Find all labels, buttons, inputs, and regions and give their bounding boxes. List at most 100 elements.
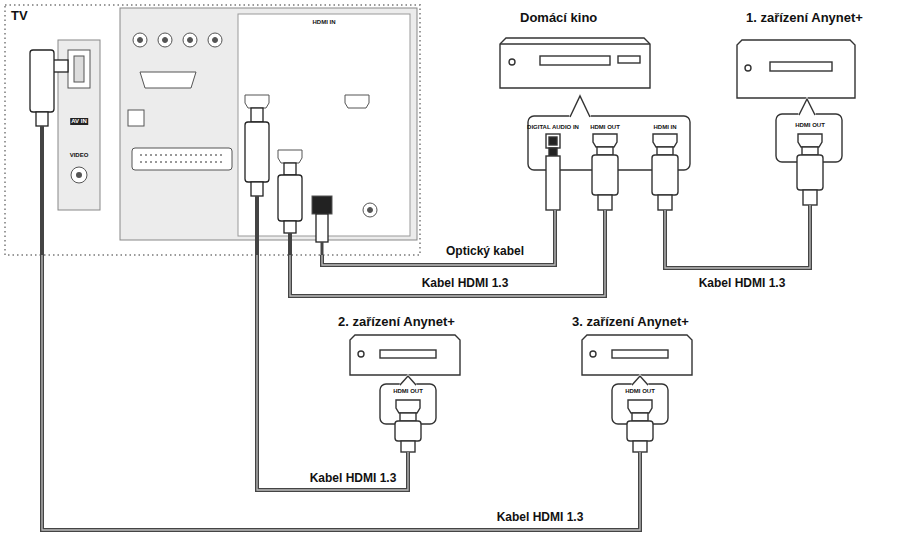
tv-plugs-part [251, 108, 263, 122]
home-theater-device-part [592, 155, 618, 195]
tv-housing-part [120, 8, 417, 240]
tv-back-connectors-part [278, 150, 302, 163]
cable-line [665, 205, 810, 268]
tv-plugs-part [284, 221, 296, 233]
tv-housing-part [5, 5, 420, 255]
anynet-device-1-part [799, 99, 815, 115]
anynet-device-3-part [632, 413, 648, 421]
cable-core [42, 255, 640, 530]
port-label: AV IN [70, 118, 88, 125]
home-theater-device-part [570, 96, 590, 117]
tv-back-connectors-part [245, 95, 269, 108]
anynet-device: 3. zařízení Anynet+ [565, 310, 715, 452]
cable-line [257, 255, 408, 490]
home-theater-device-part [570, 96, 590, 117]
anynet-device-2-part [396, 400, 420, 413]
cable [42, 255, 640, 530]
tv-back-connectors-part [163, 38, 168, 43]
anynet-device-2-part [395, 421, 421, 441]
cable-core [290, 210, 605, 296]
tv-plugs-part [255, 196, 259, 255]
tv-side-panel-part [76, 172, 82, 178]
anynet-device-1-part [798, 134, 822, 147]
tv-region: TV [5, 5, 420, 255]
cable-label: Kabel HDMI 1.3 [495, 510, 586, 524]
anynet-device-1-part [803, 190, 817, 205]
port-label: HDMI OUT [393, 388, 423, 395]
anynet-device-3-part [582, 335, 692, 375]
tv-plugs-part [36, 112, 48, 126]
port-label: HDMI IN [313, 19, 336, 26]
tv-back-connectors-part [345, 95, 369, 108]
home-theater-device-part [500, 43, 650, 44]
cable [257, 255, 408, 490]
cable [290, 210, 605, 296]
home-theater-device-part [653, 134, 677, 147]
cable-core [665, 205, 810, 268]
anynet-device-3-part [627, 421, 653, 441]
home-theater-device-part [652, 155, 678, 195]
home-theater-device-part [500, 38, 650, 88]
anynet-device-2 [350, 335, 460, 452]
anynet-device-1-part [802, 147, 818, 155]
cable-label: Optický kabel [444, 244, 526, 258]
cable-label: Kabel HDMI 1.3 [697, 276, 788, 290]
device-heading: 3. zařízení Anynet+ [572, 314, 689, 330]
anynet-device-2-part [400, 413, 416, 421]
anynet-device-1-part [799, 99, 815, 115]
tv-housing [5, 5, 420, 255]
cable-label: Kabel HDMI 1.3 [308, 471, 399, 485]
tv-back-connectors-part [140, 72, 196, 88]
home-theater-device [500, 38, 690, 210]
anynet-device-2-part [380, 384, 436, 424]
cable-label: Kabel HDMI 1.3 [420, 276, 511, 290]
tv-back-connectors-part [158, 33, 172, 47]
anynet-device-3-part [633, 441, 647, 452]
anynet-device-1-part [799, 99, 815, 115]
cable [665, 205, 810, 268]
tv-back-connectors-part [140, 155, 224, 162]
tv-plugs-part [278, 175, 302, 221]
anynet-device-1 [737, 40, 855, 205]
tv-side-panel-part [71, 167, 87, 183]
device-heading: 1. zařízení Anynet+ [746, 10, 863, 26]
anynet-device-3-part [632, 376, 648, 385]
home-theater-device-part [593, 134, 617, 147]
tv-plugs-part [251, 182, 263, 196]
tv-plugs [30, 50, 328, 255]
tv-back-connectors-part [133, 33, 147, 47]
home-theater-device-part [549, 137, 557, 145]
port-label: HDMI OUT [625, 388, 655, 395]
anynet-device-1-part [737, 40, 855, 98]
anynet-device-3-part [612, 350, 668, 358]
tv-plugs-part [30, 50, 54, 112]
cable-core [322, 210, 555, 265]
tv-back-connectors-part [183, 33, 197, 47]
anynet-device-2-part [358, 351, 364, 357]
home-theater: Domácí kino [495, 8, 700, 210]
port-label: DIGITAL AUDIO IN [527, 124, 579, 131]
tv-plugs-part [40, 126, 44, 255]
anynet-device-3-part [632, 376, 648, 385]
cable-line [42, 255, 640, 530]
home-theater-device-part [570, 96, 590, 117]
tv-plugs-part [245, 122, 269, 182]
tv-housing-part [238, 14, 410, 236]
anynet-device-2-part [400, 376, 416, 385]
port-label: HDMI OUT [590, 124, 620, 131]
anynet-device-2-part [401, 441, 415, 452]
home-theater-device-part [546, 156, 560, 210]
anynet-device-2-part [400, 376, 416, 385]
tv-back-connectors-part [312, 196, 332, 214]
port-label: HDMI OUT [795, 122, 825, 129]
port-label: HDMI IN [654, 124, 677, 131]
tv-plugs-part [288, 233, 292, 255]
home-theater-device-part [598, 195, 612, 210]
anynet-device-3 [582, 335, 692, 452]
cable-line [322, 210, 555, 265]
tv-back-connectors-part [368, 208, 373, 213]
anynet-device-1-part [770, 62, 832, 71]
home-theater-device-part [597, 147, 613, 155]
tv-side-panel-part [74, 56, 84, 82]
